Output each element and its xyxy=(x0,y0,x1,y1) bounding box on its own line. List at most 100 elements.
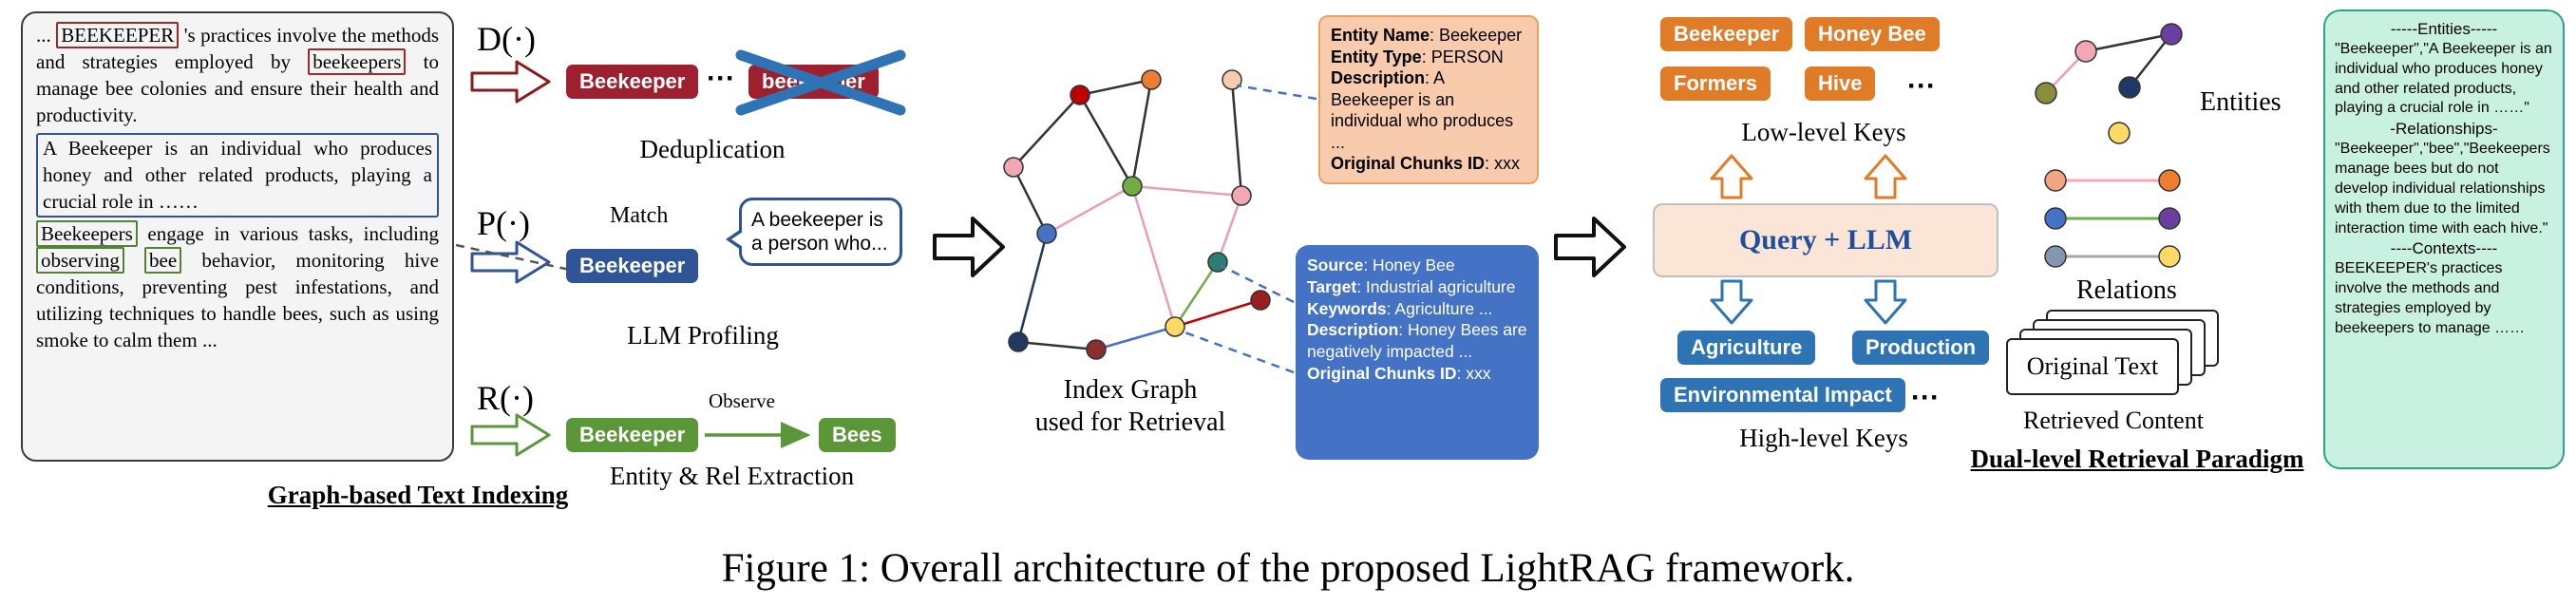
graph-edge xyxy=(1046,184,1133,236)
flow-arrow-icon xyxy=(1554,217,1626,277)
profile-speech-bubble: A beekeeper is a person who... xyxy=(726,198,902,267)
retrieved-content-stack: Original Text xyxy=(2006,310,2221,405)
index-graph-label-line1: Index Graph xyxy=(1063,375,1198,405)
dedup-operator: D(·) xyxy=(477,20,536,58)
graph-node xyxy=(2108,122,2131,144)
entity-field: Original Chunks ID: xxx xyxy=(1331,153,1526,175)
index-graph-label-line2: used for Retrieval xyxy=(1034,407,1226,437)
text-run: to manage bee colonies and ensure their … xyxy=(36,49,439,126)
document-paragraph: ... BEEKEEPER 's practices involve the m… xyxy=(36,22,439,129)
boxed-word: Beekeepers xyxy=(36,220,138,248)
original-text-card: Original Text xyxy=(2006,338,2179,395)
dual-level-retrieval-paradigm-label: Dual-level Retrieval Paradigm xyxy=(1970,445,2304,473)
graph-edge xyxy=(1216,195,1243,263)
field-value: : Honey Bees are negatively impacted ... xyxy=(1307,320,1527,361)
graph-nodes xyxy=(1003,69,1271,360)
graph-node xyxy=(1003,157,1024,178)
graph-edge xyxy=(1079,78,1152,97)
field-value: : xxx xyxy=(1456,363,1491,383)
down-arrow-icon xyxy=(1710,279,1753,325)
text-run: engage in various tasks, including xyxy=(137,222,439,246)
relation-field: Keywords: Agriculture ... xyxy=(1307,298,1527,320)
relation-node xyxy=(2044,245,2067,268)
graph-edge xyxy=(1230,79,1243,197)
low-level-keys-label: Low-level Keys xyxy=(1741,118,1906,146)
relation-field: Description: Honey Bees are negatively i… xyxy=(1307,319,1527,363)
graph-edge xyxy=(1012,166,1049,235)
relation-field: Original Chunks ID: xxx xyxy=(1307,363,1527,385)
contexts-section-header: ----Contexts---- xyxy=(2390,239,2498,258)
graph-edges xyxy=(1012,78,1261,351)
low-keys-ellipsis: ··· xyxy=(1907,70,1936,102)
relation-attribute-card: Source: Honey Bee Target: Industrial agr… xyxy=(1296,245,1539,460)
graph-node xyxy=(1250,290,1271,311)
high-level-key-badge: Production xyxy=(1852,331,1990,365)
field-key: Description xyxy=(1331,68,1426,87)
graph-edge xyxy=(1095,325,1176,351)
up-arrow-icon xyxy=(1864,154,1907,199)
high-keys-ellipsis: ··· xyxy=(1911,382,1940,413)
graph-node xyxy=(2118,76,2141,99)
source-document-box: ... BEEKEEPER 's practices involve the m… xyxy=(21,11,454,462)
relation-field: Target: Industrial agriculture xyxy=(1307,276,1527,298)
retrieved-entities-graph xyxy=(2035,23,2183,144)
graph-node xyxy=(1122,176,1143,197)
extract-entity-badge: Beekeeper xyxy=(566,418,699,452)
up-arrow-icon xyxy=(1710,154,1753,199)
relation-node xyxy=(2158,207,2181,230)
observe-relation-label: Observe xyxy=(709,389,775,412)
profile-entity-badge: Beekeeper xyxy=(566,249,699,283)
low-level-key-badge: Honey Bee xyxy=(1805,17,1940,51)
graph-node xyxy=(1036,223,1057,244)
graph-edge xyxy=(1130,79,1153,187)
retrieved-content-label: Retrieved Content xyxy=(2023,407,2204,434)
field-key: Description xyxy=(1307,320,1399,340)
field-value: : xxx xyxy=(1485,154,1521,173)
boxed-word: bee xyxy=(144,247,182,275)
llm-profiling-label: LLM Profiling xyxy=(627,321,779,350)
text-run: behavior, monitoring hive conditions, pr… xyxy=(36,249,440,352)
field-key: Entity Name xyxy=(1331,26,1430,45)
flow-arrow-icon xyxy=(933,217,1005,277)
relation-node xyxy=(2044,207,2067,230)
graph-node xyxy=(1086,339,1107,360)
relations-label: Relations xyxy=(2076,275,2177,305)
contexts-section-text: BEEKEEPER's practices involve the method… xyxy=(2335,260,2526,336)
high-level-keys-label: High-level Keys xyxy=(1739,424,1908,452)
graph-node xyxy=(1165,316,1185,337)
graph-edge xyxy=(1173,261,1220,328)
high-level-key-badge: Agriculture xyxy=(1677,331,1816,365)
profile-arrow-icon xyxy=(470,240,551,284)
graph-edge xyxy=(1078,94,1134,187)
entity-field: Entity Name: Beekeeper xyxy=(1331,25,1526,47)
retrieved-relations-graph xyxy=(2044,169,2181,268)
bubble-text: A beekeeper is a person who... xyxy=(751,209,888,256)
field-value: : Agriculture ... xyxy=(1386,298,1493,318)
field-key: Keywords xyxy=(1307,298,1387,318)
down-arrow-icon xyxy=(1864,279,1907,325)
entities-section-text: "Beekeeper","A Beekeeper is an individua… xyxy=(2335,41,2552,117)
document-paragraph-entity-boxed: A Beekeeper is an individual who produce… xyxy=(36,132,439,218)
graph-node xyxy=(1008,331,1029,352)
index-graph-label: Index Graph used for Retrieval xyxy=(978,374,1282,438)
graph-node xyxy=(1070,85,1090,105)
match-label: Match xyxy=(610,203,669,228)
document-paragraph: Beekeepers engage in various tasks, incl… xyxy=(36,220,440,354)
figure-caption: Figure 1: Overall architecture of the pr… xyxy=(721,546,1855,591)
graph-node xyxy=(2035,82,2057,104)
dedup-duplicate-badge: beekeeper xyxy=(748,65,879,99)
low-level-key-badge: Beekeeper xyxy=(1660,17,1793,51)
relationships-section-header: -Relationships- xyxy=(2390,120,2498,139)
text-run xyxy=(124,249,144,272)
field-value: : Industrial agriculture xyxy=(1356,276,1516,296)
dedup-entity-badge: Beekeeper xyxy=(566,65,699,99)
query-llm-box: Query + LLM xyxy=(1653,203,1998,277)
entity-attribute-card: Entity Name: Beekeeper Entity Type: PERS… xyxy=(1318,15,1539,184)
graph-node xyxy=(1231,185,1252,206)
profile-operator: P(·) xyxy=(477,204,530,242)
graph-edge xyxy=(1130,185,1177,328)
graph-edge xyxy=(1013,94,1081,168)
query-llm-text: Query + LLM xyxy=(1738,224,1913,256)
graph-node xyxy=(2074,40,2097,63)
field-key: Original Chunks ID xyxy=(1331,154,1486,173)
